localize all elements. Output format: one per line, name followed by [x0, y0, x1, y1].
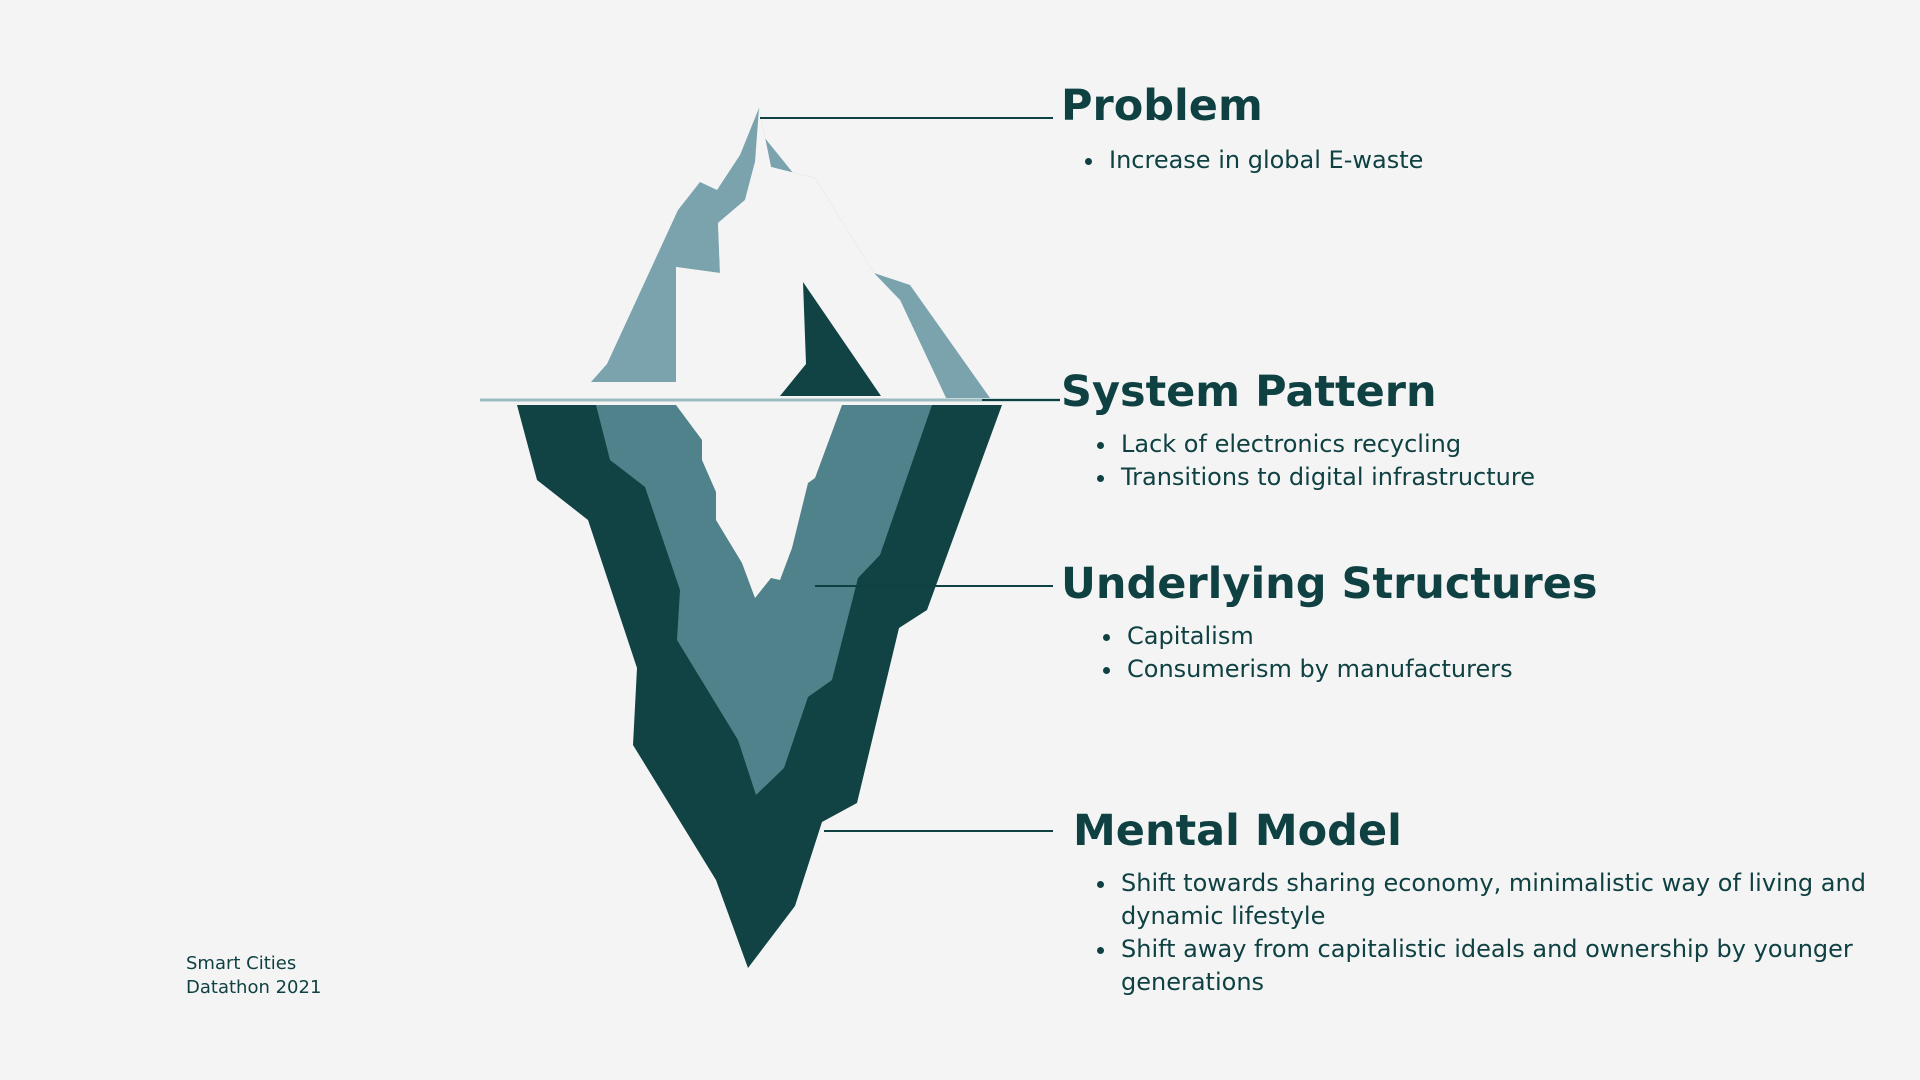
list-item: Shift away from capitalistic ideals and … [1091, 933, 1871, 999]
list-item: Consumerism by manufacturers [1097, 653, 1598, 686]
iceberg-base-cutout [676, 405, 842, 598]
iceberg-base-mid [596, 405, 932, 795]
list-item: Increase in global E-waste [1079, 144, 1423, 177]
underlying-structures-section: Underlying Structures Capitalism Consume… [1061, 556, 1598, 686]
iceberg-tip-outer [591, 108, 990, 398]
system-pattern-title: System Pattern [1061, 367, 1437, 417]
list-item: Transitions to digital infrastructure [1091, 461, 1535, 494]
problem-section: Problem Increase in global E-waste [1061, 78, 1423, 177]
underlying-structures-bullets: Capitalism Consumerism by manufacturers [1097, 620, 1598, 686]
iceberg-tip-shard [780, 282, 881, 396]
system-pattern-section: System Pattern Lack of electronics recyc… [1061, 364, 1535, 494]
problem-title: Problem [1061, 81, 1263, 131]
underlying-structures-title: Underlying Structures [1061, 559, 1598, 609]
footer-line-2: Datathon 2021 [186, 977, 322, 998]
list-item: Shift towards sharing economy, minimalis… [1091, 867, 1871, 933]
problem-bullets: Increase in global E-waste [1079, 144, 1423, 177]
footer-caption: Smart Cities Datathon 2021 [186, 952, 321, 1000]
mental-model-section: Mental Model Shift towards sharing econo… [1073, 803, 1871, 999]
footer-line-1: Smart Cities [186, 953, 297, 974]
list-item: Capitalism [1097, 620, 1598, 653]
list-item: Lack of electronics recycling [1091, 428, 1535, 461]
system-pattern-bullets: Lack of electronics recycling Transition… [1091, 428, 1535, 494]
mental-model-bullets: Shift towards sharing economy, minimalis… [1091, 867, 1871, 999]
mental-model-title: Mental Model [1073, 806, 1402, 856]
iceberg-tip-light [676, 108, 946, 398]
